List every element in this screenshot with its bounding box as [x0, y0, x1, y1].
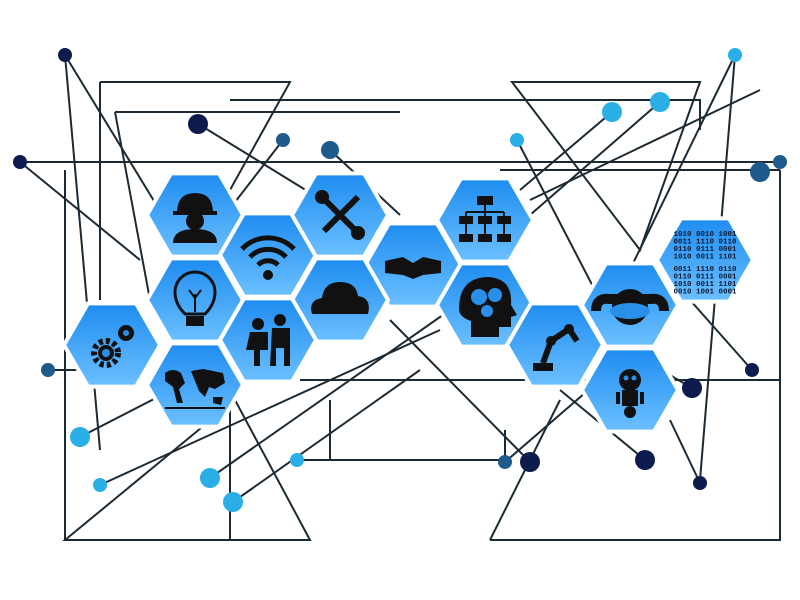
hex-tile-meeting-people [217, 296, 319, 384]
cloud-icon [311, 282, 369, 314]
worker-helmet-icon [173, 193, 217, 243]
meeting-people-icon [246, 314, 290, 366]
hexagon [504, 301, 606, 389]
wifi-icon [240, 235, 296, 280]
binary-line: 0110 0111 0001 [673, 246, 737, 254]
binary-line: 0011 1110 0110 [673, 266, 737, 274]
hex-tile-robot-arm [504, 301, 606, 389]
binary-line: 0110 0111 0001 [673, 274, 737, 282]
service-label: Service [614, 306, 647, 318]
binary-line: 1010 0011 1101 [673, 254, 737, 262]
hex-tile-gears [61, 301, 163, 389]
hex-tile-org-chart [434, 176, 536, 264]
org-chart-icon [459, 196, 511, 242]
binary-line: 1010 0011 1101 [673, 281, 737, 289]
handshake-icon [385, 257, 441, 279]
robot-arm-icon [533, 324, 580, 371]
network-nodes [13, 48, 787, 512]
brain-gears-icon [459, 277, 517, 337]
hex-tile-service-wrench: Service [579, 261, 681, 349]
gears-icon [91, 325, 134, 368]
binary-line: 1010 0010 1001 [673, 231, 737, 239]
hexagon [654, 216, 756, 304]
hexagon [144, 341, 246, 429]
wrench-screwdriver-icon [315, 190, 365, 240]
hex-tile-brain-gears [434, 261, 536, 349]
hex-tile-cloud [289, 256, 391, 344]
connection-lines [19, 54, 781, 541]
binary-line: 0011 1110 0110 [673, 239, 737, 247]
hex-tile-wifi [217, 211, 319, 299]
hex-tile-world-map [144, 341, 246, 429]
hex-tile-robot [579, 346, 681, 434]
robot-icon [616, 369, 644, 418]
service-wrench-icon: Service [591, 289, 669, 325]
world-map-icon [165, 369, 225, 409]
binary-line: 0010 1001 0001 [673, 289, 737, 297]
hex-tile-lightbulb [144, 256, 246, 344]
lightbulb-icon [173, 270, 217, 326]
